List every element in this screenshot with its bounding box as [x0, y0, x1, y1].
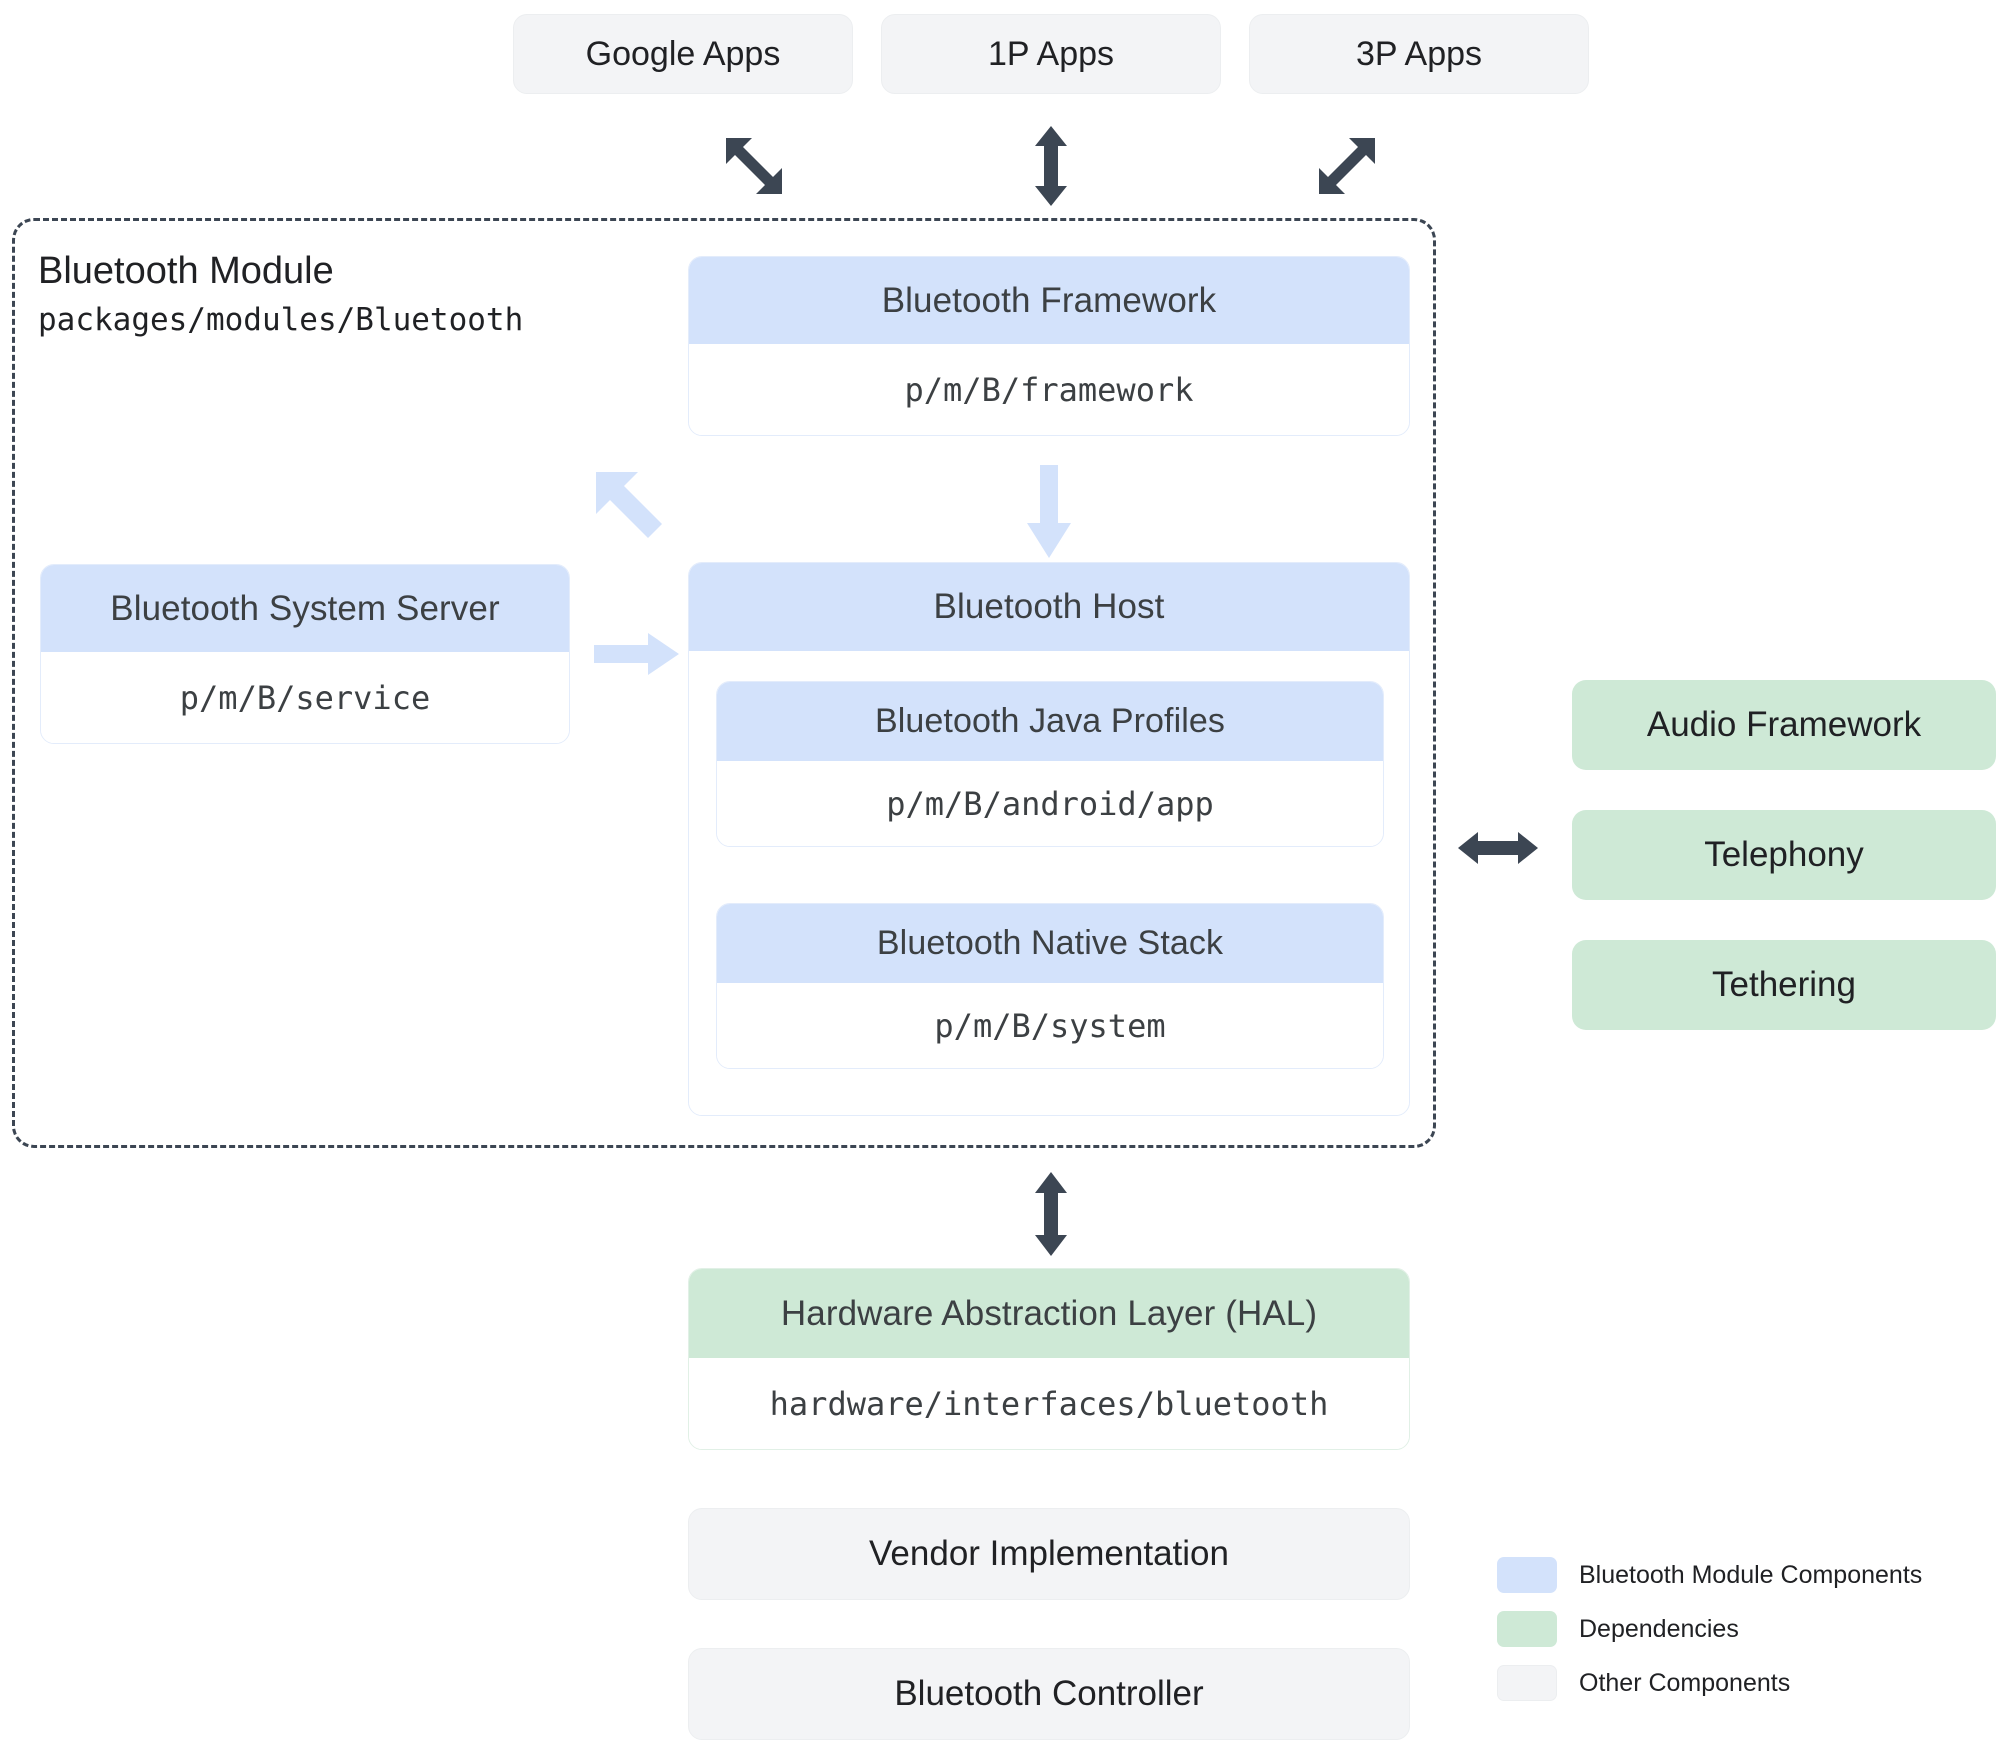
- hal-path: hardware/interfaces/bluetooth: [689, 1358, 1409, 1449]
- bluetooth-native-stack-path: p/m/B/system: [717, 983, 1383, 1068]
- app-box-1p-apps: 1P Apps: [881, 14, 1221, 94]
- bluetooth-module-container: [12, 218, 1436, 1148]
- bluetooth-native-stack-title: Bluetooth Native Stack: [717, 904, 1383, 984]
- app-box-3p-apps: 3P Apps: [1249, 14, 1589, 94]
- vendor-implementation-box: Vendor Implementation: [688, 1508, 1410, 1600]
- bluetooth-host-children: Bluetooth Java Profiles p/m/B/android/ap…: [689, 651, 1409, 1115]
- legend-label: Dependencies: [1579, 1614, 1739, 1643]
- bluetooth-framework-path: p/m/B/framework: [689, 344, 1409, 435]
- double-headed-diagonal-arrow-nwse-icon: [718, 130, 790, 202]
- bluetooth-controller-box: Bluetooth Controller: [688, 1648, 1410, 1740]
- legend-swatch-other-components: [1497, 1665, 1557, 1701]
- legend-row-module-components: Bluetooth Module Components: [1497, 1548, 1922, 1602]
- legend-swatch-module-components: [1497, 1557, 1557, 1593]
- bluetooth-java-profiles-title: Bluetooth Java Profiles: [717, 682, 1383, 762]
- bluetooth-system-server-title: Bluetooth System Server: [41, 565, 569, 653]
- bluetooth-host-title: Bluetooth Host: [689, 563, 1409, 651]
- dependency-box-tethering: Tethering: [1572, 940, 1996, 1030]
- double-headed-vertical-arrow-icon: [1031, 126, 1071, 206]
- dependency-box-telephony: Telephony: [1572, 810, 1996, 900]
- app-box-label: Google Apps: [585, 34, 781, 73]
- hal-title: Hardware Abstraction Layer (HAL): [689, 1269, 1409, 1359]
- legend-row-other-components: Other Components: [1497, 1656, 1922, 1710]
- hal-box: Hardware Abstraction Layer (HAL) hardwar…: [688, 1268, 1410, 1450]
- module-title: Bluetooth Module: [38, 250, 334, 292]
- double-headed-vertical-arrow-hal-icon: [1031, 1172, 1071, 1256]
- app-box-google-apps: Google Apps: [513, 14, 853, 94]
- module-path: packages/modules/Bluetooth: [38, 302, 524, 338]
- bluetooth-host-box: Bluetooth Host Bluetooth Java Profiles p…: [688, 562, 1410, 1116]
- legend: Bluetooth Module Components Dependencies…: [1497, 1548, 1922, 1710]
- arrow-host-to-system-server-diagonal-icon: [592, 468, 672, 548]
- dependency-label: Telephony: [1704, 835, 1864, 874]
- legend-label: Other Components: [1579, 1668, 1791, 1697]
- double-headed-horizontal-arrow-icon: [1458, 828, 1538, 868]
- dependency-box-audio-framework: Audio Framework: [1572, 680, 1996, 770]
- vendor-implementation-label: Vendor Implementation: [869, 1534, 1229, 1573]
- dependency-label: Audio Framework: [1646, 705, 1922, 744]
- legend-row-dependencies: Dependencies: [1497, 1602, 1922, 1656]
- bluetooth-system-server-path: p/m/B/service: [41, 652, 569, 743]
- arrow-framework-to-host-icon: [1025, 465, 1073, 560]
- app-box-label: 1P Apps: [987, 34, 1115, 73]
- bluetooth-system-server-box: Bluetooth System Server p/m/B/service: [40, 564, 570, 744]
- dependency-label: Tethering: [1712, 965, 1856, 1004]
- bluetooth-java-profiles-box: Bluetooth Java Profiles p/m/B/android/ap…: [716, 681, 1384, 847]
- double-headed-diagonal-arrow-nesw-icon: [1311, 130, 1383, 202]
- bluetooth-framework-title: Bluetooth Framework: [689, 257, 1409, 345]
- bluetooth-java-profiles-path: p/m/B/android/app: [717, 761, 1383, 846]
- arrow-system-server-to-host-icon: [594, 632, 680, 676]
- bluetooth-native-stack-box: Bluetooth Native Stack p/m/B/system: [716, 903, 1384, 1069]
- bluetooth-controller-label: Bluetooth Controller: [894, 1674, 1204, 1713]
- legend-swatch-dependencies: [1497, 1611, 1557, 1647]
- app-box-label: 3P Apps: [1355, 34, 1483, 73]
- bluetooth-framework-box: Bluetooth Framework p/m/B/framework: [688, 256, 1410, 436]
- legend-label: Bluetooth Module Components: [1579, 1560, 1923, 1589]
